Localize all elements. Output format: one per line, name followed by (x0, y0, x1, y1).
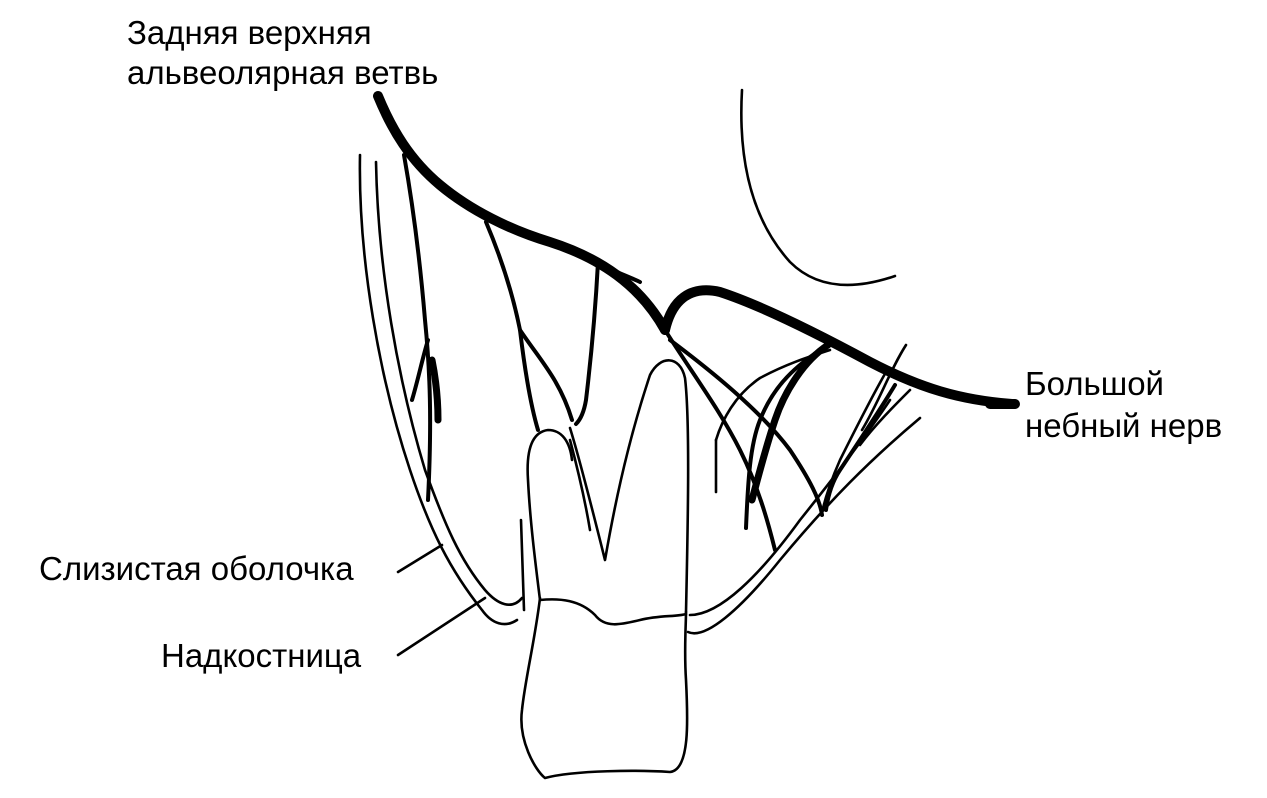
tooth-root-left (526, 428, 574, 602)
label-greater-palatine-nerve-line2: небный нерв (1025, 407, 1222, 444)
mucous-membrane-leader (396, 543, 444, 574)
tooth-root-mid (568, 359, 690, 614)
nasal-contour (740, 88, 897, 287)
psa-branch-1c (428, 356, 442, 424)
psa-branch-1 (402, 153, 433, 502)
psa-branch-2b (518, 328, 574, 422)
cemento-enamel-junction (538, 598, 688, 626)
tooth-root-mid-inner (568, 438, 592, 532)
gpn-branch-4 (824, 383, 897, 512)
label-posterior-superior-alveolar-branch-line2: альвеолярная ветвь (127, 54, 438, 91)
psa-branch-3b (596, 260, 642, 284)
psa-branch-3 (574, 260, 600, 426)
gum-edge-left (519, 518, 526, 612)
mucosa-outer-left (358, 153, 519, 626)
junction-branch-1 (663, 328, 777, 552)
tooth-crown (520, 596, 689, 780)
label-mucous-membrane: Слизистая оболочка (39, 550, 354, 587)
gpn-branch-1 (748, 341, 832, 504)
greater-palatine-nerve (660, 285, 1017, 409)
mucosa-outer-right (686, 416, 922, 635)
gpn-branch-5 (858, 388, 912, 447)
gpn-branch-2 (820, 370, 888, 514)
gpn-branch-3 (860, 343, 908, 432)
psa-branch-1b (410, 338, 430, 402)
label-posterior-superior-alveolar-branch-line1: Задняя верхняя (127, 14, 372, 51)
psa-branch-2 (484, 220, 540, 432)
periosteum-leader (396, 596, 487, 657)
junction-branch-2 (668, 338, 824, 517)
label-periosteum: Надкостница (161, 637, 362, 674)
gpn-branch-1b (744, 348, 822, 530)
label-greater-palatine-nerve-line1: Большой (1025, 365, 1164, 402)
periosteum-right (688, 398, 892, 617)
posterior-superior-alveolar-branch (373, 91, 670, 335)
